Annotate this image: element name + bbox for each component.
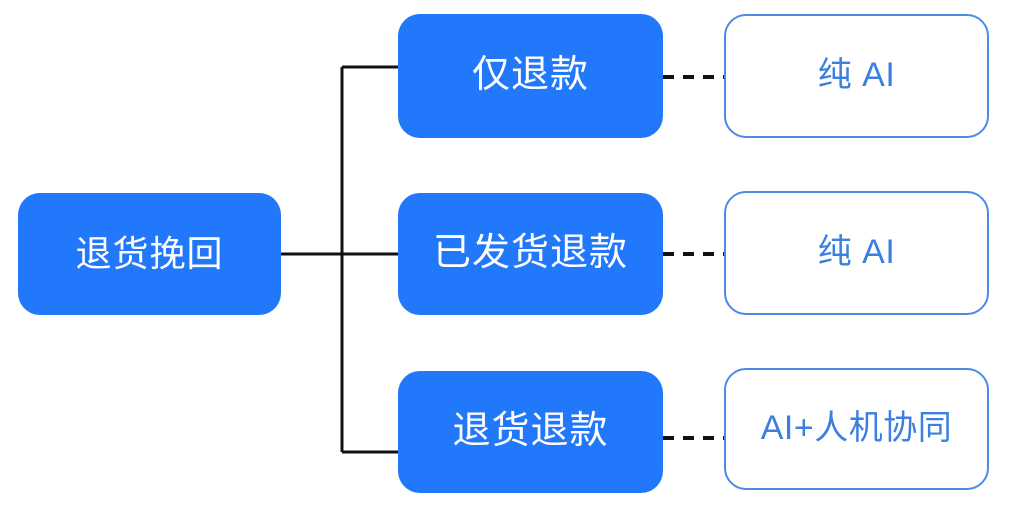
outcome-node-ai-human-collaboration[interactable]: AI+人机协同: [724, 368, 989, 490]
category-node-label: 仅退款: [471, 54, 589, 97]
category-node-refund-after-shipment[interactable]: 已发货退款: [398, 193, 663, 315]
category-node-label: 退货退款: [452, 410, 609, 453]
category-node-label: 已发货退款: [432, 232, 628, 275]
outcome-node-label: AI+人机协同: [760, 409, 953, 448]
root-node-label: 退货挽回: [75, 233, 224, 275]
root-node-return-recovery[interactable]: 退货挽回: [18, 193, 281, 315]
outcome-node-pure-ai-1[interactable]: 纯 AI: [724, 14, 989, 138]
category-node-refund-only[interactable]: 仅退款: [398, 14, 663, 138]
category-node-return-and-refund[interactable]: 退货退款: [398, 371, 663, 493]
outcome-node-label: 纯 AI: [817, 56, 896, 95]
outcome-node-label: 纯 AI: [817, 233, 896, 272]
dashed-connectors: [663, 75, 727, 440]
branch-connectors: [342, 65, 400, 454]
outcome-node-pure-ai-2[interactable]: 纯 AI: [724, 191, 989, 315]
